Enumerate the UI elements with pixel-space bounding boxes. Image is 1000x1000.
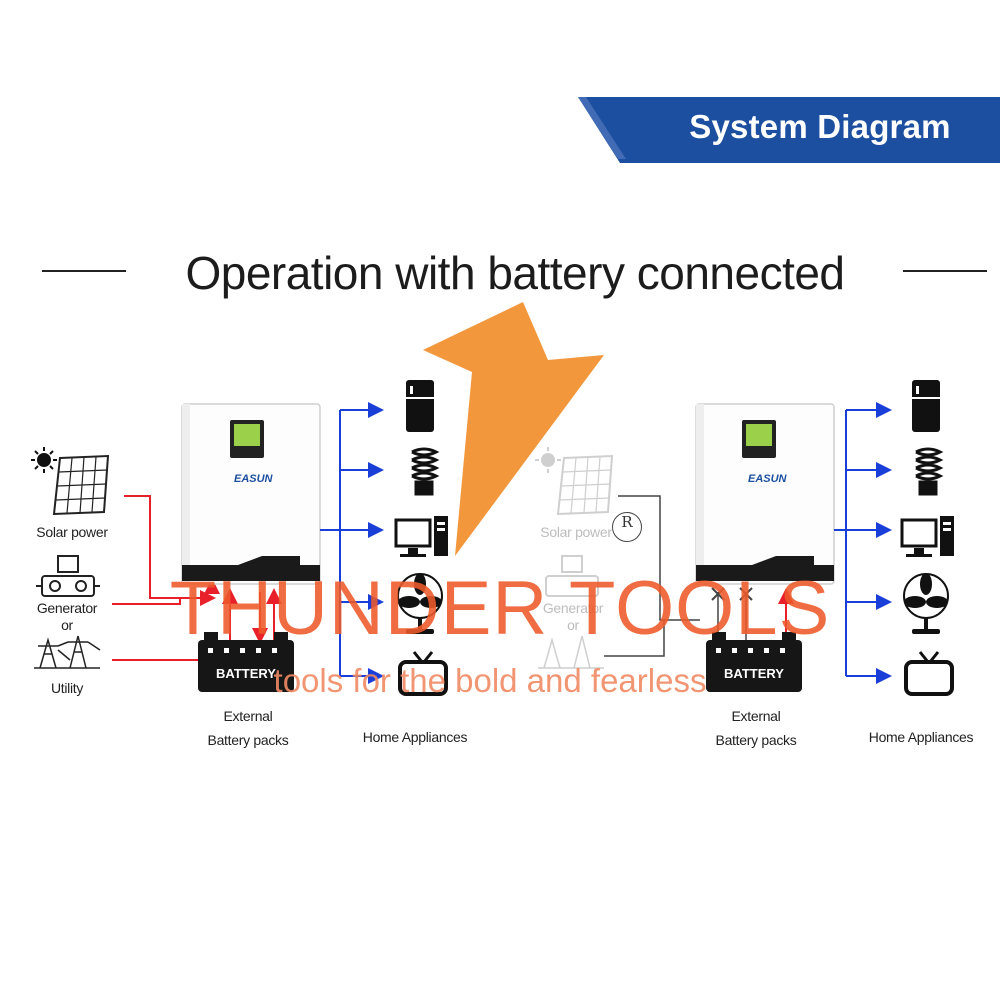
battery-caption-right-1: External bbox=[731, 708, 781, 724]
label-utility: Utility bbox=[50, 680, 84, 696]
label-or: or bbox=[61, 617, 73, 633]
appliances-caption-right: Home Appliances bbox=[868, 729, 974, 745]
watermark-title: THUNDER TOOLS bbox=[169, 566, 831, 651]
tv-icon bbox=[398, 651, 448, 696]
headline-rule-right bbox=[903, 270, 987, 272]
utility-tower-icon bbox=[538, 635, 604, 669]
utility-tower-icon bbox=[34, 635, 101, 669]
battery-label-right: BATTERY bbox=[724, 666, 784, 681]
label-solar-power: Solar power bbox=[36, 524, 108, 540]
battery-left: BATTERY bbox=[198, 632, 294, 692]
headline-rule-left bbox=[42, 270, 126, 272]
fridge-icon bbox=[406, 380, 434, 432]
inverter-brand-left: EASUN bbox=[234, 473, 274, 485]
sun-icon bbox=[535, 447, 561, 473]
system-diagram-banner bbox=[578, 97, 1000, 163]
headline: Operation with battery connected bbox=[185, 247, 845, 299]
label-solar-power-right: Solar power bbox=[540, 524, 612, 540]
fan-icon bbox=[397, 573, 443, 634]
registered-mark: R bbox=[612, 512, 642, 542]
solar-panel-icon bbox=[556, 454, 614, 516]
battery-caption-left-1: External bbox=[223, 708, 273, 724]
inverter-left: EASUN bbox=[181, 403, 321, 585]
appliances-caption-left: Home Appliances bbox=[362, 729, 468, 745]
fan-icon bbox=[903, 573, 949, 634]
generator-icon bbox=[545, 555, 599, 597]
battery-right: BATTERY bbox=[706, 632, 802, 692]
bulb-icon bbox=[411, 447, 440, 496]
inverter-right: EASUN bbox=[695, 403, 835, 585]
tv-icon bbox=[904, 651, 954, 696]
watermark-tagline: tools for the bold and fearless bbox=[273, 662, 707, 699]
label-generator: Generator bbox=[36, 600, 98, 616]
fridge-icon bbox=[912, 380, 940, 432]
computer-icon bbox=[394, 516, 448, 557]
inverter-brand-right: EASUN bbox=[748, 473, 788, 485]
label-generator-right: Generator bbox=[542, 600, 604, 616]
sun-icon bbox=[31, 447, 57, 473]
battery-caption-right-2: Battery packs bbox=[715, 732, 797, 748]
banner-title: System Diagram bbox=[689, 108, 951, 145]
battery-caption-left-2: Battery packs bbox=[207, 732, 289, 748]
battery-label-left: BATTERY bbox=[216, 666, 276, 681]
bulb-icon bbox=[915, 447, 944, 496]
label-or-right: or bbox=[567, 617, 579, 633]
generator-icon bbox=[36, 555, 100, 597]
computer-icon bbox=[900, 516, 954, 557]
solar-panel-icon bbox=[52, 454, 110, 516]
lightning-bolt-icon bbox=[423, 302, 604, 556]
